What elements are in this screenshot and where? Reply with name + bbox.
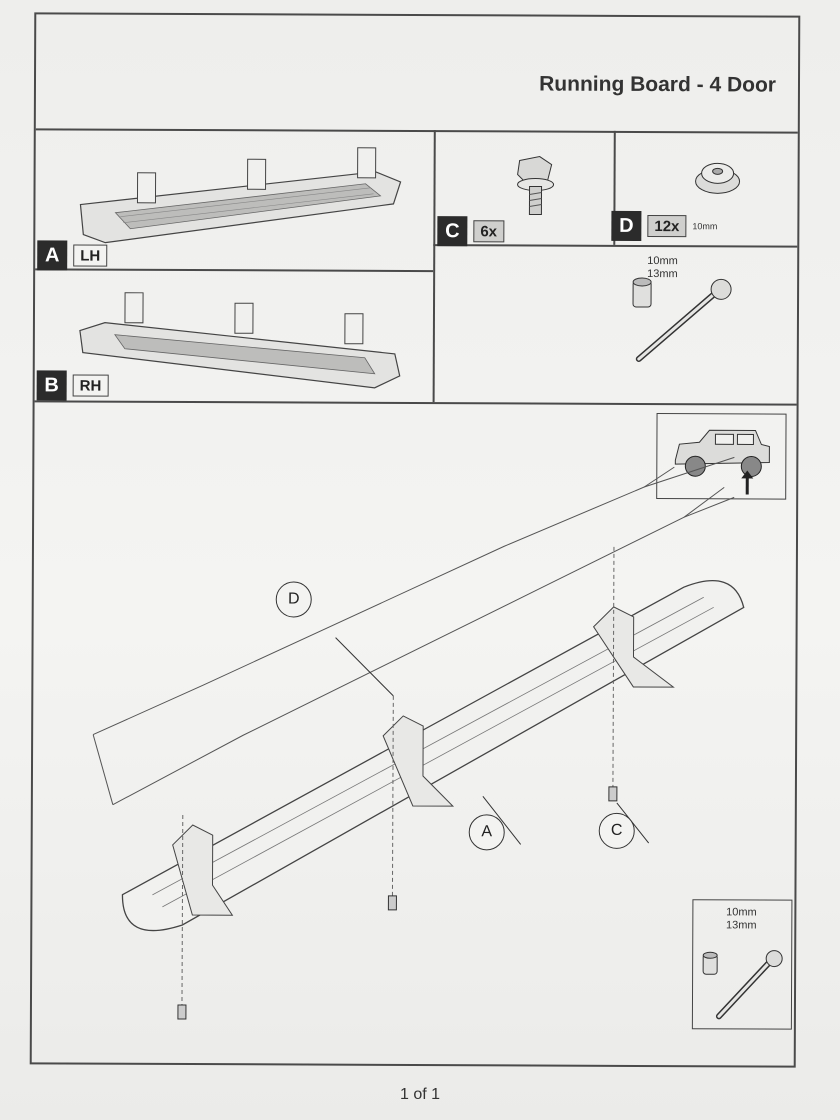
header-divider <box>35 128 798 134</box>
running-board-lh-illustration <box>79 147 402 244</box>
panel-divider-vertical <box>432 130 436 403</box>
part-c-qty: 6x <box>473 220 505 243</box>
page-title: Running Board - 4 Door <box>539 72 777 97</box>
tool-bottom-sizes: 10mm 13mm <box>693 906 789 932</box>
bolt-icon <box>517 156 555 216</box>
part-d-qty: 12x <box>647 215 687 238</box>
part-d-label: D 12x 10mm <box>611 210 718 241</box>
tool-top-size1: 10mm <box>647 255 678 268</box>
nut-icon <box>695 162 741 194</box>
part-b-side: RH <box>72 374 109 397</box>
part-c-letter: C <box>437 216 468 247</box>
callout-c: C <box>598 812 635 849</box>
page-frame: Running Board - 4 Door A LH <box>29 12 801 1068</box>
tool-inset-bottom: 10mm 13mm <box>691 899 793 1030</box>
part-d-letter: D <box>611 210 642 241</box>
arrow-up-icon <box>741 470 754 495</box>
page-number: 1 of 1 <box>399 1086 441 1103</box>
part-c-label: C 6x <box>437 216 505 247</box>
vehicle-icon <box>674 429 770 477</box>
tool-bottom-size1: 10mm <box>726 906 757 919</box>
part-a-label: A LH <box>37 240 108 271</box>
socket-ratchet-icon-bottom <box>702 950 783 1020</box>
socket-ratchet-icon <box>632 277 732 362</box>
callout-d: D <box>275 581 312 618</box>
running-board-rh-illustration <box>79 292 401 389</box>
tool-bottom-size2: 13mm <box>726 919 757 932</box>
part-a-letter: A <box>37 240 68 271</box>
part-b-letter: B <box>36 370 67 401</box>
part-b-label: B RH <box>36 370 109 401</box>
part-a-side: LH <box>73 244 108 267</box>
installation-diagram <box>92 456 745 1020</box>
main-divider <box>34 400 797 406</box>
vehicle-orientation-inset <box>656 413 787 500</box>
callout-a: A <box>468 814 505 851</box>
part-d-size: 10mm <box>692 221 718 232</box>
